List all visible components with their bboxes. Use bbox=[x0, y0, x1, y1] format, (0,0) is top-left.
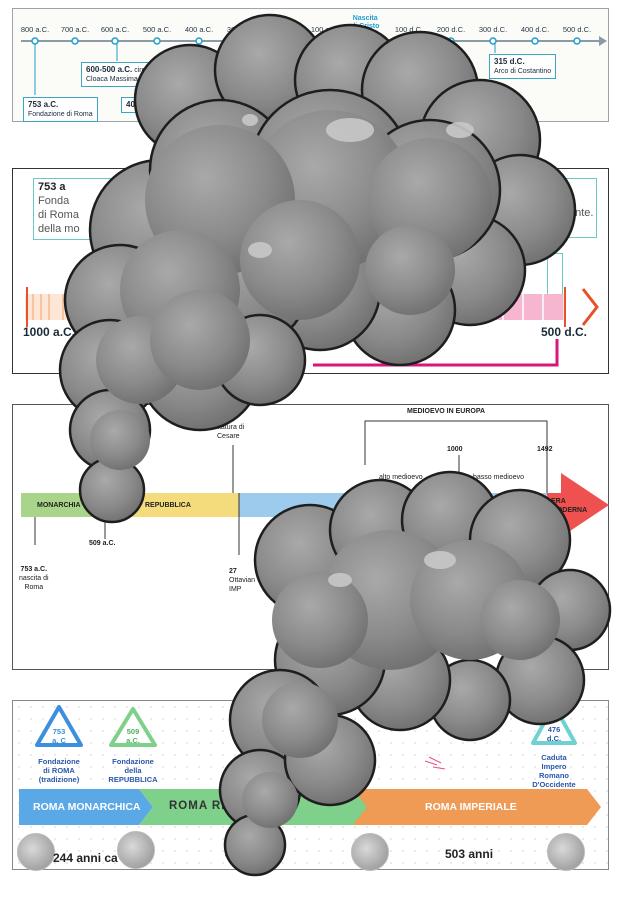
costantino-text: Arco di Costantino bbox=[494, 68, 551, 75]
b27-line-1: Ottavian bbox=[229, 576, 255, 585]
dittatura-cesare: ttatura di Cesare bbox=[217, 423, 244, 441]
timeline-panel-1: Nascita di Cristo 800 a.C. 700 a.C. 600 … bbox=[12, 8, 609, 122]
cloaca-date: 600-500 a.C. bbox=[86, 65, 132, 74]
caption-caduta-impero: Caduta Impero Romano D'Occidente bbox=[517, 753, 591, 789]
spqr-image bbox=[117, 831, 155, 869]
timeline-3-bar bbox=[13, 405, 610, 671]
duration-impero: 503 anni bbox=[445, 847, 493, 861]
dittatura-line-1: ttatura di bbox=[217, 423, 244, 432]
costantino-date: 315 d.C. bbox=[494, 57, 525, 66]
cap2-line-1: Fondazione bbox=[95, 757, 171, 766]
partial-label-lla: lla bbox=[473, 81, 480, 88]
statue-image bbox=[351, 833, 389, 871]
timeline-panel-3: MEDIOEVO IN EUROPA 1000 1492 alto medioe… bbox=[12, 404, 609, 670]
cap2-line-3: REPUBBLICA bbox=[95, 775, 171, 784]
end-label: 500 d.C. bbox=[541, 325, 587, 339]
event-400-date: 400 bbox=[126, 100, 139, 109]
partial-label-a: a bbox=[461, 71, 465, 78]
cap1-line-3: (tradizione) bbox=[19, 775, 99, 784]
b753-date: 753 a.C. bbox=[19, 565, 49, 574]
b753-line-1: nascita di bbox=[19, 574, 49, 583]
cloaca-text: Cloaca Massima bbox=[86, 76, 138, 83]
cap1-line-2: di ROMA bbox=[19, 766, 99, 775]
duration-monarchia: 244 anni ca bbox=[53, 851, 118, 865]
segment-roma-imperiale: ROMA IMPERIALE bbox=[425, 801, 517, 813]
cap1-line-1: Fondazione bbox=[19, 757, 99, 766]
cap3-line-1: Caduta bbox=[517, 753, 591, 762]
timeline-panel-4: 753 a. C 509 a.C. 476 d.C. Fondazione di… bbox=[12, 700, 609, 870]
duration-repubblica: 482 bbox=[225, 847, 245, 861]
dittatura-line-2: Cesare bbox=[217, 432, 244, 441]
tri-476-a: 476 bbox=[540, 725, 568, 734]
monarchia-label: MONARCHIA bbox=[37, 501, 81, 510]
cap3-line-4: D'Occidente bbox=[517, 780, 591, 789]
tri-753-b: a. C bbox=[45, 736, 73, 745]
tri-476-b: d.C. bbox=[540, 734, 568, 743]
era-moderna: ERA MODERNA bbox=[551, 497, 587, 515]
cap2-line-2: della bbox=[95, 766, 171, 775]
alto-medioevo: alto medioevo bbox=[379, 473, 423, 482]
caption-fondazione-repubblica: Fondazione della REPUBBLICA bbox=[95, 757, 171, 784]
lupa-image bbox=[17, 833, 55, 871]
segment-roma-repubblicana: ROMA RE bbox=[169, 800, 230, 812]
b27-line-2: IMP bbox=[229, 585, 255, 594]
tri-476: 476 d.C. bbox=[540, 725, 568, 743]
cloaca-circa: circa bbox=[134, 67, 149, 74]
event-arco-costantino: 315 d.C. Arco di Costantino bbox=[489, 54, 556, 79]
label-509: 509 a.C. bbox=[89, 539, 115, 548]
era-line-1: ERA bbox=[551, 497, 587, 506]
coin-image bbox=[547, 833, 585, 871]
fondazione-text: Fondazione di Roma bbox=[28, 111, 93, 118]
fondazione-date: 753 a.C. bbox=[28, 100, 58, 109]
label-27: 27 Ottavian IMP bbox=[229, 567, 255, 594]
cap3-line-3: Romano bbox=[517, 771, 591, 780]
tri-509: 509 a.C. bbox=[119, 727, 147, 745]
medioevo-label: MEDIOEVO IN EUROPA bbox=[407, 407, 485, 416]
year-1492: 1492 bbox=[537, 445, 553, 454]
tri-509-a: 509 bbox=[119, 727, 147, 736]
event-cloaca-massima: 600-500 a.C. circa Cloaca Massima bbox=[81, 62, 154, 87]
start-label: 1000 a.C. bbox=[23, 325, 75, 339]
event-400: 400 bbox=[121, 97, 144, 113]
tri-509-b: a.C. bbox=[119, 736, 147, 745]
label-753: 753 a.C. nascita di Roma bbox=[19, 565, 49, 592]
caption-fondazione-roma: Fondazione di ROMA (tradizione) bbox=[19, 757, 99, 784]
era-line-2: MODERNA bbox=[551, 506, 587, 515]
segment-roma-monarchica: ROMA MONARCHICA bbox=[33, 801, 141, 813]
year-1000: 1000 bbox=[447, 445, 463, 454]
timeline-panel-2: 753 a Fonda di Roma della mo ante. 1000 … bbox=[12, 168, 609, 374]
b753-line-2: Roma bbox=[19, 583, 49, 592]
repubblica-label: REPUBBLICA bbox=[145, 501, 191, 510]
cap3-line-2: Impero bbox=[517, 762, 591, 771]
tri-753: 753 a. C bbox=[45, 727, 73, 745]
timeline-2-bar bbox=[13, 169, 610, 375]
event-fondazione-roma: 753 a.C. Fondazione di Roma bbox=[23, 97, 98, 122]
b27-date: 27 bbox=[229, 567, 255, 576]
basso-medioevo: basso medioevo bbox=[473, 473, 524, 482]
tri-753-a: 753 bbox=[45, 727, 73, 736]
